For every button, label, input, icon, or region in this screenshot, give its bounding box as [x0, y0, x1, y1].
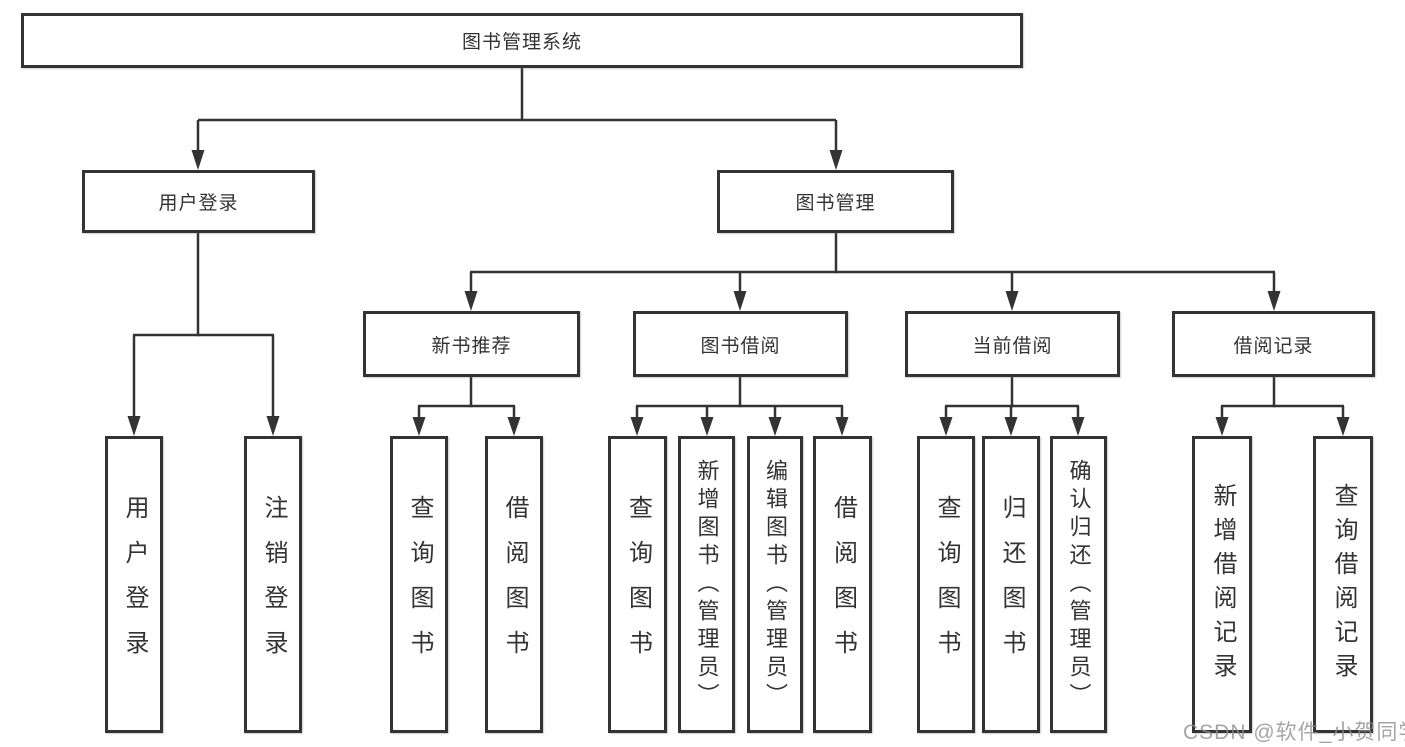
node-label: 新增借阅记录: [1209, 482, 1236, 687]
arrowheads-new-books: [412, 417, 521, 436]
connector-current-borrow-children: [944, 377, 1080, 420]
node-label: 归还图书: [998, 494, 1025, 675]
node-label: 借阅图书: [829, 494, 857, 675]
node-book-borrowing: 图书借阅: [633, 311, 848, 377]
node-leaf-query-borrow-record: 查询借阅记录: [1313, 436, 1373, 733]
node-label: 图书管理: [795, 193, 876, 214]
node-label: 新书推荐: [431, 335, 512, 357]
node-label: 查询借阅记录: [1330, 482, 1357, 687]
connector-root-to-level2: [196, 68, 838, 153]
node-label: 当前借阅: [972, 335, 1053, 357]
node-user-login: 用户登录: [82, 170, 315, 233]
arrowheads-level2: [191, 150, 843, 170]
node-leaf-query-books-borrow: 查询图书: [608, 436, 667, 733]
connector-book-mgmt-children: [469, 233, 1276, 294]
node-label: 用户登录: [158, 193, 239, 214]
connector-new-books-children: [417, 377, 516, 420]
node-label: 查询图书: [406, 494, 433, 675]
connector-book-borrow-children: [635, 377, 844, 420]
arrowheads-current-borrow: [939, 417, 1085, 436]
connector-user-login-children: [132, 233, 275, 419]
csdn-watermark: CSDN @软件_小贺同学: [1183, 721, 1405, 744]
node-borrowing-records: 借阅记录: [1172, 311, 1375, 377]
node-label: 确认归还（管理员）: [1066, 458, 1092, 711]
node-label: 编辑图书（管理员）: [763, 458, 788, 711]
node-label: 借阅记录: [1233, 335, 1314, 357]
node-label: 用户登录: [121, 494, 148, 675]
node-label: 图书借阅: [700, 335, 781, 357]
node-current-borrowing: 当前借阅: [905, 311, 1120, 377]
node-label: 查询图书: [624, 494, 652, 675]
node-leaf-edit-books-admin: 编辑图书（管理员）: [747, 436, 803, 733]
node-library-system: 图书管理系统: [21, 13, 1023, 68]
node-leaf-add-borrow-record: 新增借阅记录: [1192, 436, 1252, 733]
node-leaf-user-login: 用户登录: [105, 436, 163, 733]
node-label: 图书管理系统: [461, 32, 582, 53]
arrowheads-borrow-records: [1215, 417, 1350, 436]
node-label: 查询图书: [933, 494, 960, 675]
node-book-management: 图书管理: [717, 170, 954, 233]
node-leaf-return-books: 归还图书: [982, 436, 1040, 733]
arrowheads-book-borrow: [630, 417, 849, 436]
node-label: 借阅图书: [501, 494, 528, 675]
node-leaf-borrow-books-recommend: 借阅图书: [485, 436, 543, 733]
node-leaf-logout: 注销登录: [244, 436, 302, 733]
node-leaf-query-books-recommend: 查询图书: [390, 436, 448, 733]
node-new-book-recommend: 新书推荐: [363, 311, 580, 377]
node-leaf-borrow-books: 借阅图书: [813, 436, 872, 733]
connector-borrow-records-children: [1220, 377, 1345, 420]
node-label: 注销登录: [260, 494, 287, 675]
arrowheads-book-mgmt: [464, 291, 1281, 311]
node-label: 新增图书（管理员）: [694, 458, 720, 711]
node-leaf-query-books-current: 查询图书: [917, 436, 975, 733]
arrowheads-user-login: [127, 416, 280, 436]
node-leaf-add-books-admin: 新增图书（管理员）: [678, 436, 735, 733]
node-leaf-confirm-return-admin: 确认归还（管理员）: [1050, 436, 1107, 733]
